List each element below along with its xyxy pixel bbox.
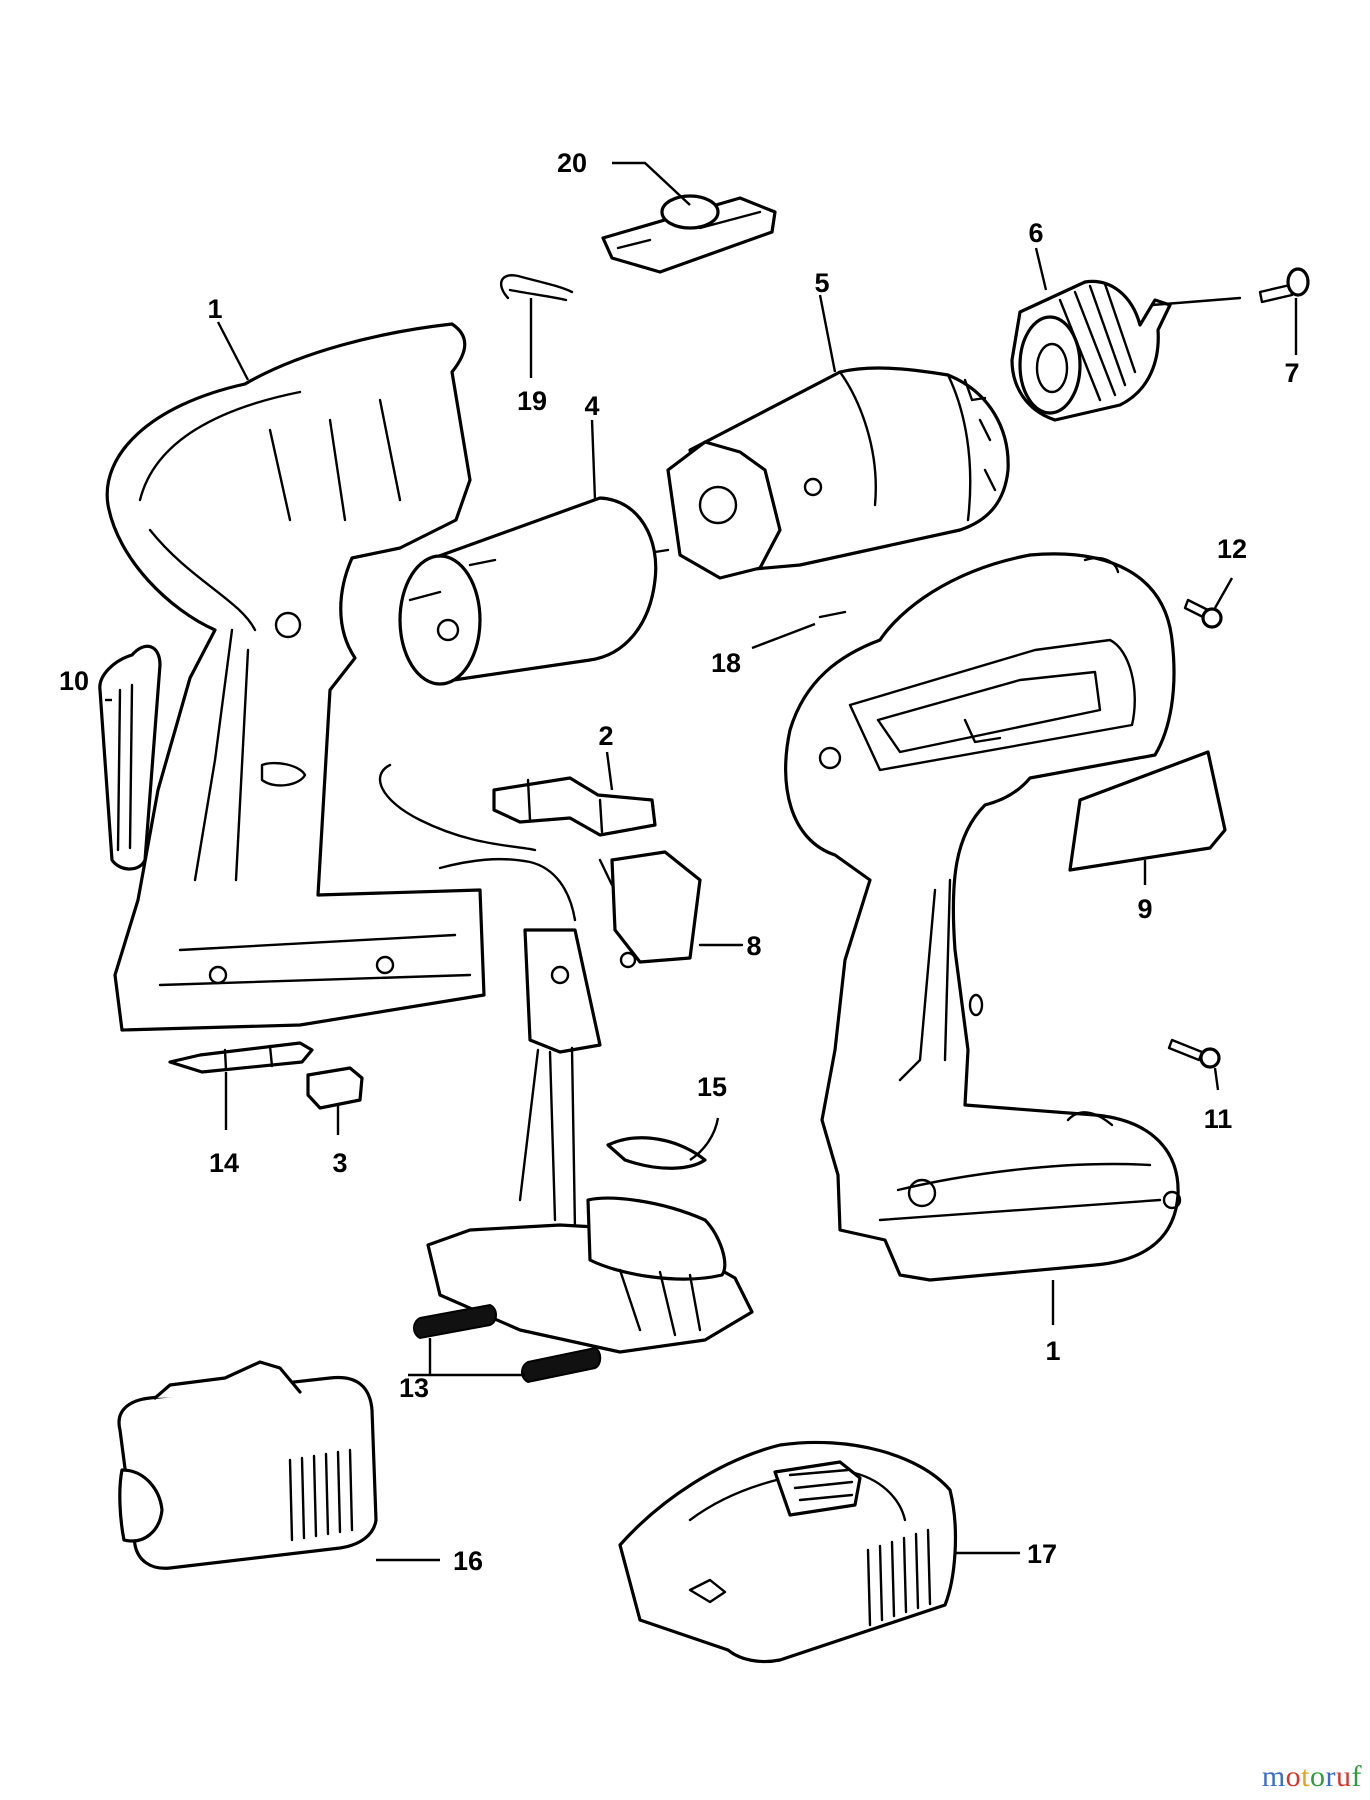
part-19-spring (499, 274, 574, 302)
watermark-letter: m (1261, 1760, 1286, 1793)
watermark-logo: motoruf (1262, 1760, 1362, 1794)
watermark-letter: o (1285, 1760, 1302, 1793)
part-3-holder (306, 1066, 364, 1135)
part-17-cover (618, 1440, 1020, 1664)
callout-1-right: 1 (1045, 1336, 1060, 1366)
part-14-bit (168, 1041, 314, 1130)
callout-20: 20 (557, 148, 587, 178)
part-1-right-housing (784, 552, 1182, 1282)
leader-lines (105, 161, 1298, 1325)
part-1-left-housing (105, 322, 486, 1032)
part-16-battery (117, 1360, 440, 1570)
watermark-letter: t (1301, 1760, 1310, 1793)
part-base-plate (426, 1046, 754, 1354)
part-10-grip (98, 644, 162, 871)
callout-12: 12 (1217, 534, 1247, 564)
callout-6: 6 (1028, 218, 1043, 248)
callout-labels: 20 19 4 5 6 7 1 10 12 18 2 8 9 11 15 14 … (59, 148, 1300, 1576)
callout-17: 17 (1027, 1539, 1057, 1569)
part-6-chuck (1010, 279, 1242, 422)
part-7-screw (1258, 267, 1310, 304)
part-18-pin (751, 610, 847, 650)
part-13-brushes (408, 1303, 602, 1384)
part-20-clip (601, 194, 777, 274)
callout-7: 7 (1284, 358, 1299, 388)
callout-3: 3 (332, 1148, 347, 1178)
part-12-screw (1183, 577, 1234, 629)
callout-15: 15 (697, 1072, 727, 1102)
callout-11: 11 (1204, 1104, 1233, 1134)
part-11-screw (1167, 1038, 1221, 1091)
part-9-label (1068, 750, 1227, 885)
callout-5: 5 (814, 268, 829, 298)
callout-4: 4 (584, 391, 599, 421)
part-5-gearbox (666, 366, 1010, 580)
callout-14: 14 (209, 1148, 239, 1178)
callout-13: 13 (399, 1373, 429, 1403)
callout-19: 19 (517, 386, 547, 416)
part-15-clip (606, 1117, 720, 1170)
part-8-switch (378, 763, 744, 1054)
callout-8: 8 (746, 931, 761, 961)
callout-1-left: 1 (207, 294, 222, 324)
callout-9: 9 (1137, 894, 1152, 924)
callout-2: 2 (598, 721, 613, 751)
part-4-motor (398, 496, 670, 686)
watermark-letter: f (1351, 1760, 1362, 1793)
callout-18: 18 (711, 648, 741, 678)
callout-16: 16 (453, 1546, 483, 1576)
part-2-connector (492, 776, 657, 837)
watermark-letter: o (1310, 1760, 1326, 1793)
watermark-letter: u (1336, 1760, 1352, 1793)
callout-10: 10 (59, 666, 89, 696)
watermark-letter: r (1325, 1760, 1336, 1793)
